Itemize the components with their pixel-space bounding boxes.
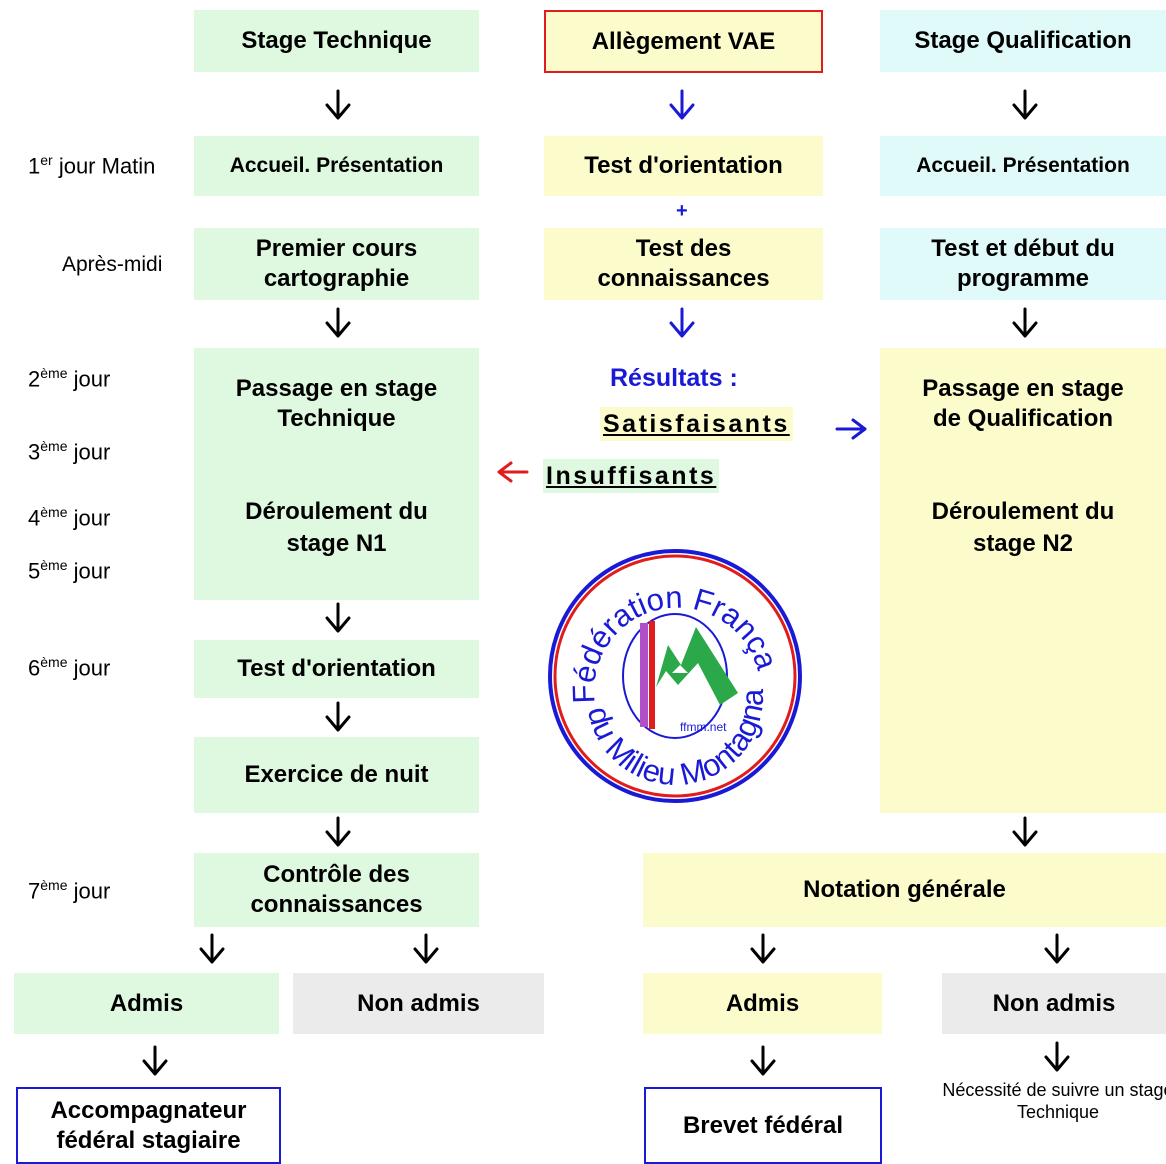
arrow-down-icon <box>323 815 353 849</box>
technique-controle-box: Contrôle des connaissances <box>194 853 479 927</box>
day-2-label: 2ème jour <box>28 365 111 392</box>
ffmm-logo: Fédération Française du Milieu Montagnar… <box>548 545 802 803</box>
vae-test-orientation-box: Test d'orientation <box>544 136 823 196</box>
arrow-left-icon <box>497 461 529 483</box>
qualification-test-debut-box: Test et début du programme <box>880 228 1166 300</box>
apres-midi-label: Après-midi <box>62 253 163 276</box>
arrow-down-icon <box>1010 88 1040 122</box>
qualification-passage-text: Passage en stage de Qualification <box>922 375 1124 432</box>
technique-stage-n1-box <box>194 348 479 600</box>
arrow-down-icon <box>1010 815 1040 849</box>
qualification-stage-n2-box <box>880 348 1166 813</box>
arrow-down-icon <box>323 601 353 635</box>
necessite-note: Nécessité de suivre un stage Technique <box>942 1080 1166 1122</box>
arrow-down-icon <box>197 932 227 966</box>
accompagnateur-result-box: Accompagnateur fédéral stagiaire <box>16 1087 281 1164</box>
technique-deroulement-text: Déroulement du stage N1 <box>245 498 428 557</box>
allegement-vae-header: Allègement VAE <box>544 10 823 73</box>
arrow-down-icon <box>1042 932 1072 966</box>
arrow-down-icon <box>667 306 697 340</box>
arrow-down-icon <box>323 700 353 734</box>
insuffisants-label: Insuffisants <box>543 459 720 493</box>
day-7-label: 7ème jour <box>28 877 111 904</box>
day-5-label: 5ème jour <box>28 557 111 584</box>
arrow-down-icon <box>1042 1040 1072 1074</box>
arrow-down-icon <box>323 306 353 340</box>
arrow-down-icon <box>411 932 441 966</box>
technique-non-admis-box: Non admis <box>293 973 544 1034</box>
technique-accueil-box: Accueil. Présentation <box>194 136 479 196</box>
day-4-label: 4ème jour <box>28 504 111 531</box>
stage-qualification-header: Stage Qualification <box>880 10 1166 72</box>
day-3-label: 3ème jour <box>28 438 111 465</box>
logo-url-text: ffmm.net <box>680 720 727 734</box>
day-6-label: 6ème jour <box>28 654 111 681</box>
qualification-accueil-box: Accueil. Présentation <box>880 136 1166 196</box>
stage-technique-header: Stage Technique <box>194 10 479 72</box>
technique-admis-box: Admis <box>14 973 279 1034</box>
arrow-down-icon <box>323 88 353 122</box>
qualification-non-admis-box: Non admis <box>942 973 1166 1034</box>
arrow-down-icon <box>748 1044 778 1078</box>
technique-exercice-nuit-box: Exercice de nuit <box>194 737 479 813</box>
qualification-admis-box: Admis <box>643 973 882 1034</box>
satisfaisants-label: Satisfaisants <box>600 407 793 441</box>
resultats-label: Résultats : <box>610 364 738 392</box>
notation-generale-box: Notation générale <box>643 853 1166 927</box>
technique-passage-text: Passage en stage Technique <box>235 375 438 432</box>
technique-premier-cours-box: Premier cours cartographie <box>194 228 479 300</box>
arrow-down-icon <box>667 88 697 122</box>
arrow-down-icon <box>748 932 778 966</box>
day-1-label: 1er jour Matin <box>28 152 156 179</box>
arrow-down-icon <box>1010 306 1040 340</box>
brevet-federal-result-box: Brevet fédéral <box>644 1087 882 1164</box>
arrow-down-icon <box>140 1044 170 1078</box>
qualification-deroulement-text: Déroulement du stage N2 <box>931 498 1115 557</box>
plus-sign: + <box>676 200 688 222</box>
arrow-right-icon <box>835 418 867 440</box>
technique-test-orientation-box: Test d'orientation <box>194 640 479 698</box>
vae-test-connaissances-box: Test des connaissances <box>544 228 823 300</box>
